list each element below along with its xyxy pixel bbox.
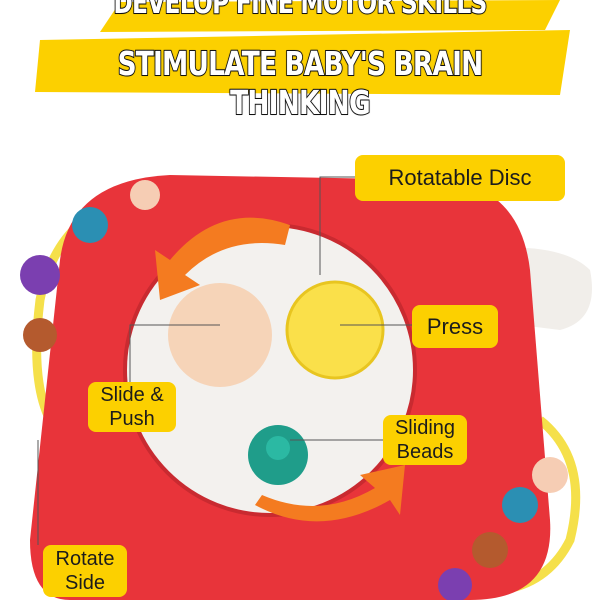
sliding-bead-top (266, 436, 290, 460)
bead (20, 255, 60, 295)
bead (130, 180, 160, 210)
brush-stroke-top (100, 0, 560, 32)
brush-stroke-bottom (35, 30, 570, 95)
headline-line-1: DEVELOP FINE MOTOR SKILLS (113, 0, 489, 22)
label-press: Press (412, 305, 498, 348)
bead (472, 532, 508, 568)
slide-push-knob[interactable] (168, 283, 272, 387)
headline-line-2: STIMULATE BABY'S BRAIN THINKING (117, 43, 484, 123)
label-rotate-side: Rotate Side (43, 545, 127, 597)
bead (23, 318, 57, 352)
label-sliding-beads: Sliding Beads (383, 415, 467, 465)
bead (532, 457, 568, 493)
rotate-arrow-bottom-icon (255, 465, 405, 522)
bead (502, 487, 538, 523)
rotate-arrow-top-icon (155, 217, 290, 300)
press-button[interactable] (285, 280, 385, 380)
bead (438, 568, 472, 600)
label-rotatable-disc: Rotatable Disc (355, 155, 565, 201)
label-slide-push: Slide & Push (88, 382, 176, 432)
bead (72, 207, 108, 243)
